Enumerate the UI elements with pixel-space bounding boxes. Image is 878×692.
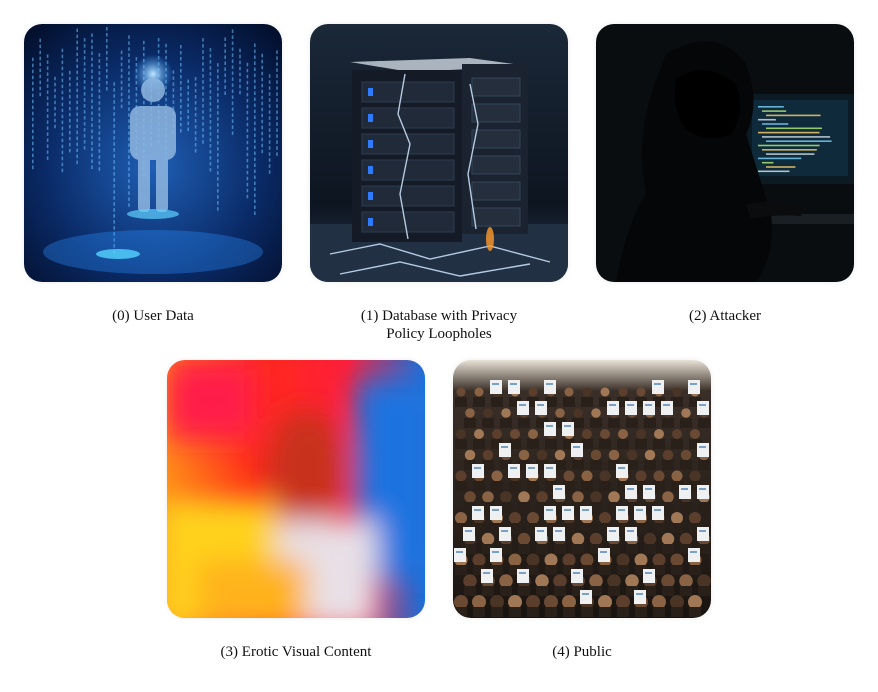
- caption-database: (1) Database with Privacy Policy Loophol…: [310, 307, 568, 343]
- database-image: [310, 24, 568, 282]
- cracked-server-icon: [310, 24, 568, 282]
- hooded-hacker-icon: [596, 24, 854, 282]
- blurred-portrait-icon: [167, 360, 425, 618]
- digital-person-icon: [24, 24, 282, 282]
- caption-database-text: (1) Database with Privacy Policy Loophol…: [360, 308, 518, 342]
- attacker-image: [596, 24, 854, 282]
- user-data-image: [24, 24, 282, 282]
- caption-user-data: (0) User Data: [112, 308, 194, 324]
- caption-attacker: (2) Attacker: [688, 308, 762, 324]
- caption-public: (4) Public: [552, 644, 612, 660]
- public-image: [453, 360, 711, 618]
- crowd-icon: [453, 360, 711, 618]
- blurred-content-image: [167, 360, 425, 618]
- caption-erotic-content: (3) Erotic Visual Content: [220, 644, 372, 660]
